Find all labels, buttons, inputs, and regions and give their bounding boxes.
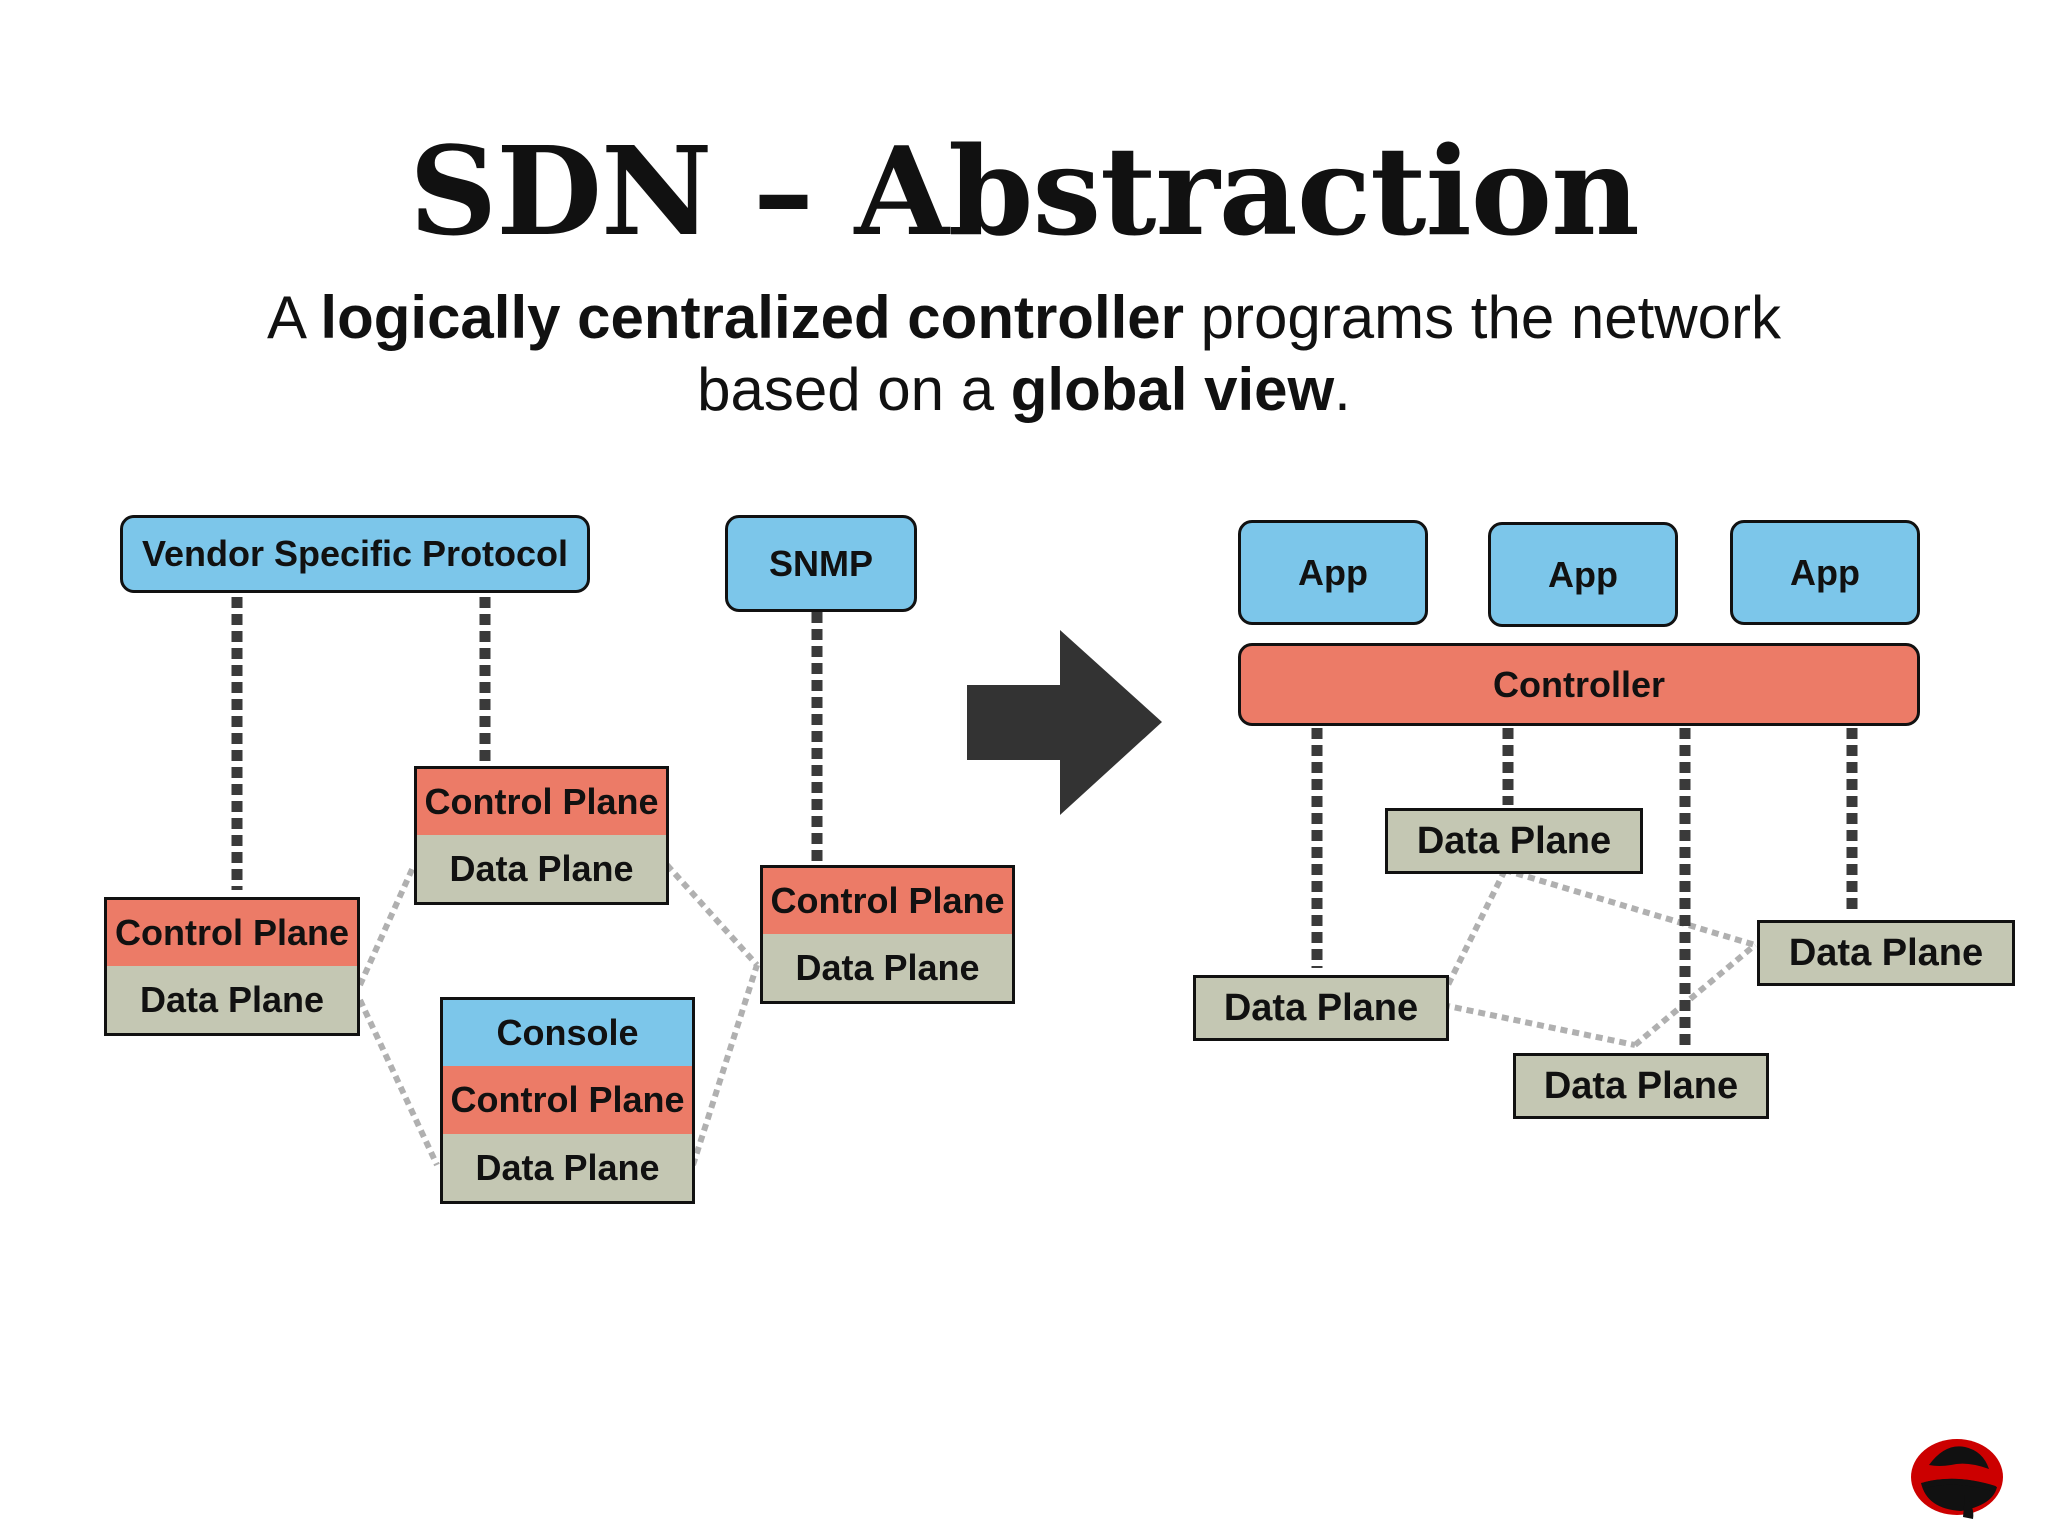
link-b-d bbox=[664, 862, 760, 968]
link-c-d bbox=[690, 964, 760, 1166]
subtitle-emphasis: global view bbox=[1010, 356, 1335, 423]
subtitle-text: programs the network bbox=[1184, 284, 1781, 351]
app-box: App bbox=[1238, 520, 1428, 625]
slide-subtitle: A logically centralized controller progr… bbox=[0, 282, 2048, 426]
link-dp1-dp2 bbox=[1440, 868, 1508, 997]
app-box: App bbox=[1730, 520, 1920, 625]
data-plane-box: Data Plane bbox=[1385, 808, 1643, 874]
app-box: App bbox=[1488, 522, 1678, 627]
subtitle-line-2: based on a global view. bbox=[0, 354, 2048, 426]
data-plane-box: Data Plane bbox=[1193, 975, 1449, 1041]
subtitle-text: based on a bbox=[697, 356, 1011, 423]
subtitle-line-1: A logically centralized controller progr… bbox=[0, 282, 2048, 354]
data-plane-box: Data Plane bbox=[440, 1134, 695, 1204]
control-plane-box: Control Plane bbox=[414, 766, 669, 838]
link-dp4-dp3 bbox=[1633, 942, 1757, 1048]
data-plane-box: Data Plane bbox=[414, 835, 669, 905]
data-plane-box: Data Plane bbox=[1757, 920, 2015, 986]
link-a-b bbox=[357, 863, 417, 987]
control-plane-box: Control Plane bbox=[104, 897, 360, 969]
link-dp1-dp4 bbox=[1442, 1002, 1636, 1048]
control-plane-box: Control Plane bbox=[440, 1066, 695, 1137]
subtitle-text: . bbox=[1334, 356, 1351, 423]
controller-box: Controller bbox=[1238, 643, 1920, 726]
snmp-box: SNMP bbox=[725, 515, 917, 612]
data-plane-box: Data Plane bbox=[104, 966, 360, 1036]
data-plane-box: Data Plane bbox=[1513, 1053, 1769, 1119]
red-hat-logo-icon bbox=[1911, 1439, 2003, 1519]
data-plane-box: Data Plane bbox=[760, 934, 1015, 1004]
subtitle-emphasis: logically centralized controller bbox=[320, 284, 1185, 351]
console-box: Console bbox=[440, 997, 695, 1069]
arrow-right-icon bbox=[967, 630, 1162, 815]
link-a-c bbox=[357, 998, 440, 1167]
control-plane-box: Control Plane bbox=[760, 865, 1015, 937]
link-dp2-dp3 bbox=[1504, 867, 1756, 948]
slide-title: SDN – Abstraction bbox=[409, 119, 1640, 263]
subtitle-text: A bbox=[267, 284, 321, 351]
vendor-protocol-box: Vendor Specific Protocol bbox=[120, 515, 590, 593]
